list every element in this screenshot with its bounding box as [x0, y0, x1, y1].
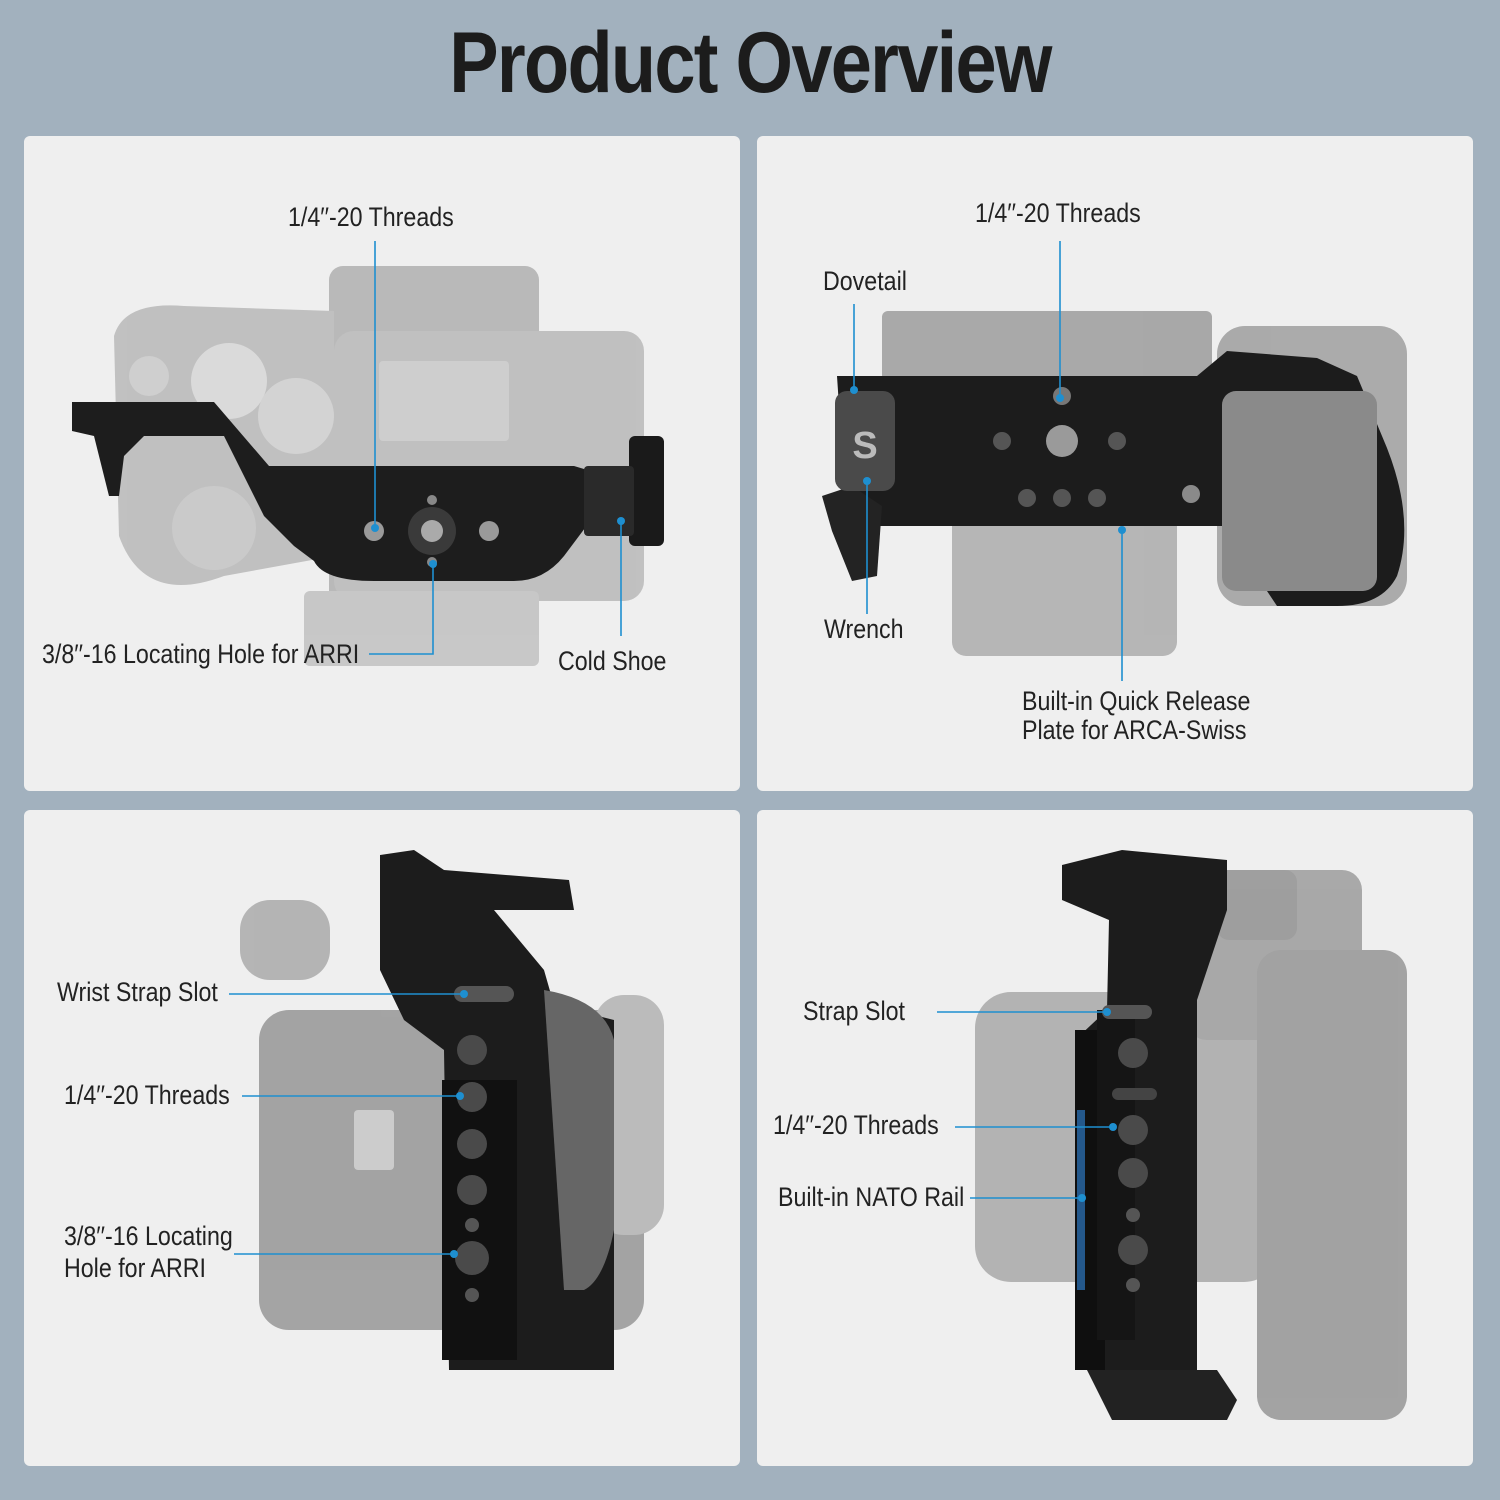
top-view-illustration — [72, 241, 664, 666]
label-threads: 1/4′′-20 Threads — [773, 1110, 939, 1140]
label-quick-release-line2: Plate for ARCA-Swiss — [1022, 715, 1247, 745]
label-threads: 1/4′′-20 Threads — [64, 1080, 230, 1110]
label-arri-hole: 3/8′′-16 Locating Hole for ARRI — [42, 639, 360, 669]
panel-left-side-view: Wrist Strap Slot 1/4′′-20 Threads 3/8′′-… — [24, 810, 740, 1466]
label-arri-line1: 3/8′′-16 Locating — [64, 1221, 233, 1251]
callout-dots — [371, 517, 625, 568]
callout-lines — [229, 993, 464, 1255]
label-wrench: Wrench — [824, 614, 904, 644]
label-nato-rail: Built-in NATO Rail — [778, 1182, 965, 1212]
cage-bottom-plate — [822, 351, 1405, 606]
callout-lines — [937, 1011, 1113, 1199]
callout-lines — [853, 241, 1123, 681]
label-quick-release-line1: Built-in Quick Release — [1022, 686, 1251, 716]
right-side-illustration — [937, 850, 1407, 1420]
wrench-glyph: S — [852, 425, 877, 467]
callout-dots — [450, 990, 468, 1258]
label-strap-slot: Strap Slot — [803, 996, 905, 1026]
label-arri-line2: Hole for ARRI — [64, 1253, 206, 1283]
left-side-illustration — [229, 850, 664, 1370]
label-cold-shoe: Cold Shoe — [558, 646, 667, 676]
callout-dots — [1078, 1008, 1117, 1202]
page-title: Product Overview — [449, 15, 1052, 111]
bottom-view-illustration: S — [822, 241, 1407, 681]
callout-dots — [850, 386, 1126, 534]
label-threads: 1/4′′-20 Threads — [288, 202, 454, 232]
panel-bottom-view: S 1/4′′-20 Threads Dovetail Wrench Built… — [757, 136, 1473, 791]
panel-right-side-view: Strap Slot 1/4′′-20 Threads Built-in NAT… — [757, 810, 1473, 1466]
cage-side-frame — [380, 850, 614, 1370]
label-wrist-strap: Wrist Strap Slot — [57, 977, 218, 1007]
label-dovetail: Dovetail — [823, 266, 907, 296]
callout-lines — [369, 241, 622, 655]
label-threads: 1/4′′-20 Threads — [975, 198, 1141, 228]
cage-top-plate — [72, 402, 664, 581]
panel-top-view: 1/4′′-20 Threads 3/8′′-16 Locating Hole … — [24, 136, 740, 791]
